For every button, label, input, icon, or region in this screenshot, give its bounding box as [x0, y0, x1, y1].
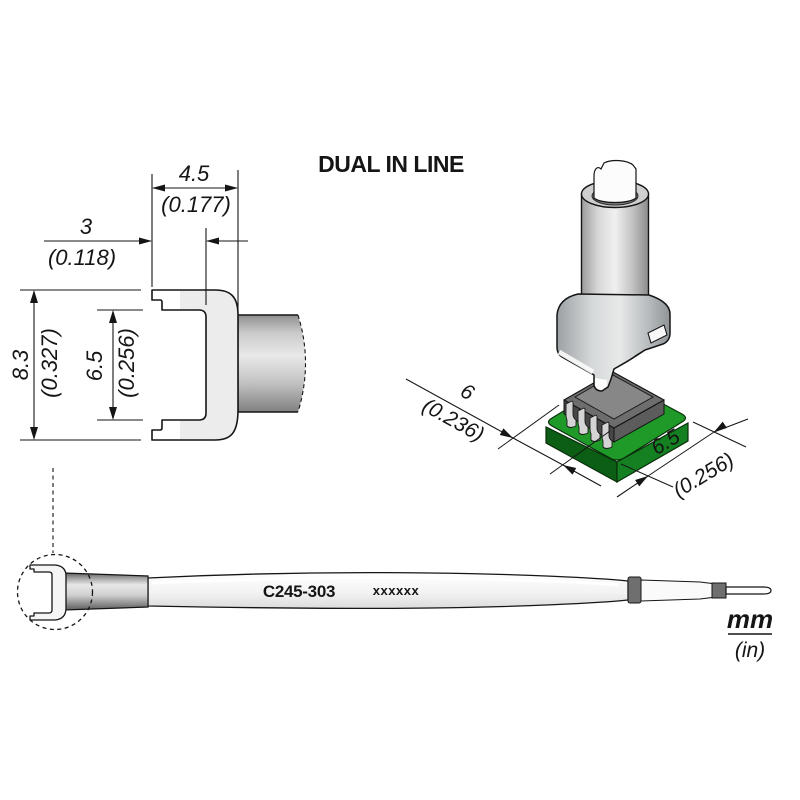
dim-slot-height-in: (0.256): [114, 328, 139, 398]
dim-overall-height-in: (0.327): [37, 328, 62, 398]
dim-slot-depth-in: (0.118): [48, 245, 116, 270]
dim-overall-height: 8.3 (0.327): [8, 289, 141, 441]
rear-contact-pin: [725, 586, 772, 595]
dim-component-length-in: (0.256): [669, 448, 738, 502]
units-secondary: (in): [735, 639, 765, 662]
cartridge-side-view: C245-303 xxxxxx: [16, 468, 772, 631]
tip-head-shading: [180, 290, 238, 440]
tip-shank-section: [238, 315, 306, 412]
part-number-label: C245-303: [263, 582, 335, 601]
dim-head-length: 4.5 (0.177): [151, 161, 239, 311]
marking-label: xxxxxx: [373, 583, 420, 598]
rear-band-2: [711, 582, 727, 599]
tip-head-outline: [151, 289, 239, 441]
dip-chip: [563, 371, 665, 449]
chip-pin: [601, 421, 613, 449]
dim-slot-height: 6.5 (0.256): [82, 309, 143, 421]
dim-slot-depth: 3 (0.118): [44, 214, 248, 305]
chip-pin: [565, 400, 577, 428]
tip-fork-3d: [556, 293, 671, 392]
chip-pin: [577, 407, 589, 435]
page-title: DUAL IN LINE: [318, 151, 464, 177]
heater-rod-3d: [593, 159, 637, 204]
units-legend: mm (in): [727, 604, 773, 662]
cartridge-fork-tip: [29, 564, 67, 621]
fork-arch-inner-edge: [613, 349, 646, 370]
dim-slot-depth-mm: 3: [80, 214, 93, 239]
tip-detail-drawing: 8.3 (0.327) 6.5 (0.256) 4.5 (0.177): [8, 161, 306, 441]
pcb-side-right: [616, 421, 689, 484]
tip-body-3d: [580, 193, 650, 298]
tip-collar: [63, 572, 149, 611]
units-primary: mm: [727, 604, 773, 634]
fork-slot-opening: [647, 324, 668, 344]
dim-head-length-in: (0.177): [161, 192, 231, 217]
rear-band-1: [627, 576, 642, 604]
iso-view: 6 (0.236) 6.5 (0.256): [405, 159, 749, 502]
detail-callout-circle: [16, 553, 94, 631]
dim-component-width-in: (0.236): [418, 394, 487, 446]
hidden-edge-dashed: [297, 314, 306, 413]
shaft-highlight: [151, 576, 619, 587]
fork-leg-tip-face: [595, 378, 607, 390]
dim-component-width-mm: 6: [456, 379, 478, 405]
dim-head-length-mm: 4.5: [179, 161, 210, 186]
dim-overall-height-mm: 8.3: [8, 349, 33, 380]
dim-slot-height-mm: 6.5: [82, 350, 107, 381]
skirt-bottom-highlight: [557, 349, 595, 375]
rear-sleeve: [640, 579, 713, 602]
chip-pins: [565, 400, 613, 449]
